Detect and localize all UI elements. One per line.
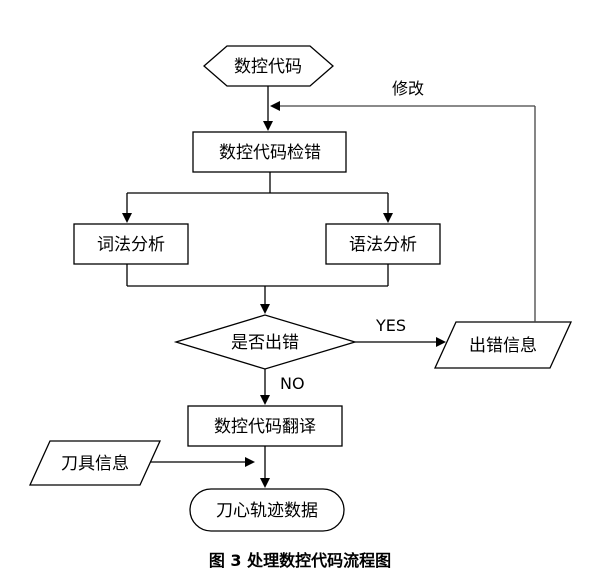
edge-label-no: NO — [280, 374, 305, 393]
lexical-node-label: 词法分析 — [97, 235, 165, 255]
edge-decision-to-error: YES — [355, 316, 446, 347]
error-info-node: 出错信息 — [433, 321, 573, 369]
edge-error-feedback: 修改 — [270, 79, 536, 322]
edge-tool-to-join — [150, 457, 255, 467]
edge-merge-to-decision — [126, 264, 389, 314]
edge-start-to-check — [263, 86, 273, 131]
translate-node: 数控代码翻译 — [187, 405, 343, 447]
decision-node: 是否出错 — [173, 314, 358, 370]
edge-translate-to-output — [260, 446, 270, 488]
edge-check-split — [122, 172, 393, 223]
output-node: 刀心轨迹数据 — [189, 488, 345, 532]
edge-label-modify: 修改 — [392, 79, 424, 98]
syntax-node-label: 语法分析 — [349, 235, 417, 255]
figure-caption: 图 3 处理数控代码流程图 — [209, 551, 391, 570]
error-info-node-label: 出错信息 — [469, 336, 537, 356]
translate-node-label: 数控代码翻译 — [214, 417, 316, 437]
tool-info-node-label: 刀具信息 — [61, 454, 129, 474]
start-node-label: 数控代码 — [234, 57, 302, 77]
check-node: 数控代码检错 — [192, 131, 347, 173]
edge-label-yes: YES — [375, 316, 406, 335]
decision-node-label: 是否出错 — [231, 333, 299, 353]
output-node-label: 刀心轨迹数据 — [216, 501, 318, 521]
check-node-label: 数控代码检错 — [219, 143, 321, 163]
lexical-node: 词法分析 — [73, 223, 189, 265]
edge-decision-to-translate: NO — [260, 369, 305, 405]
start-node: 数控代码 — [203, 45, 334, 87]
syntax-node: 语法分析 — [325, 223, 441, 265]
tool-info-node: 刀具信息 — [28, 440, 162, 486]
